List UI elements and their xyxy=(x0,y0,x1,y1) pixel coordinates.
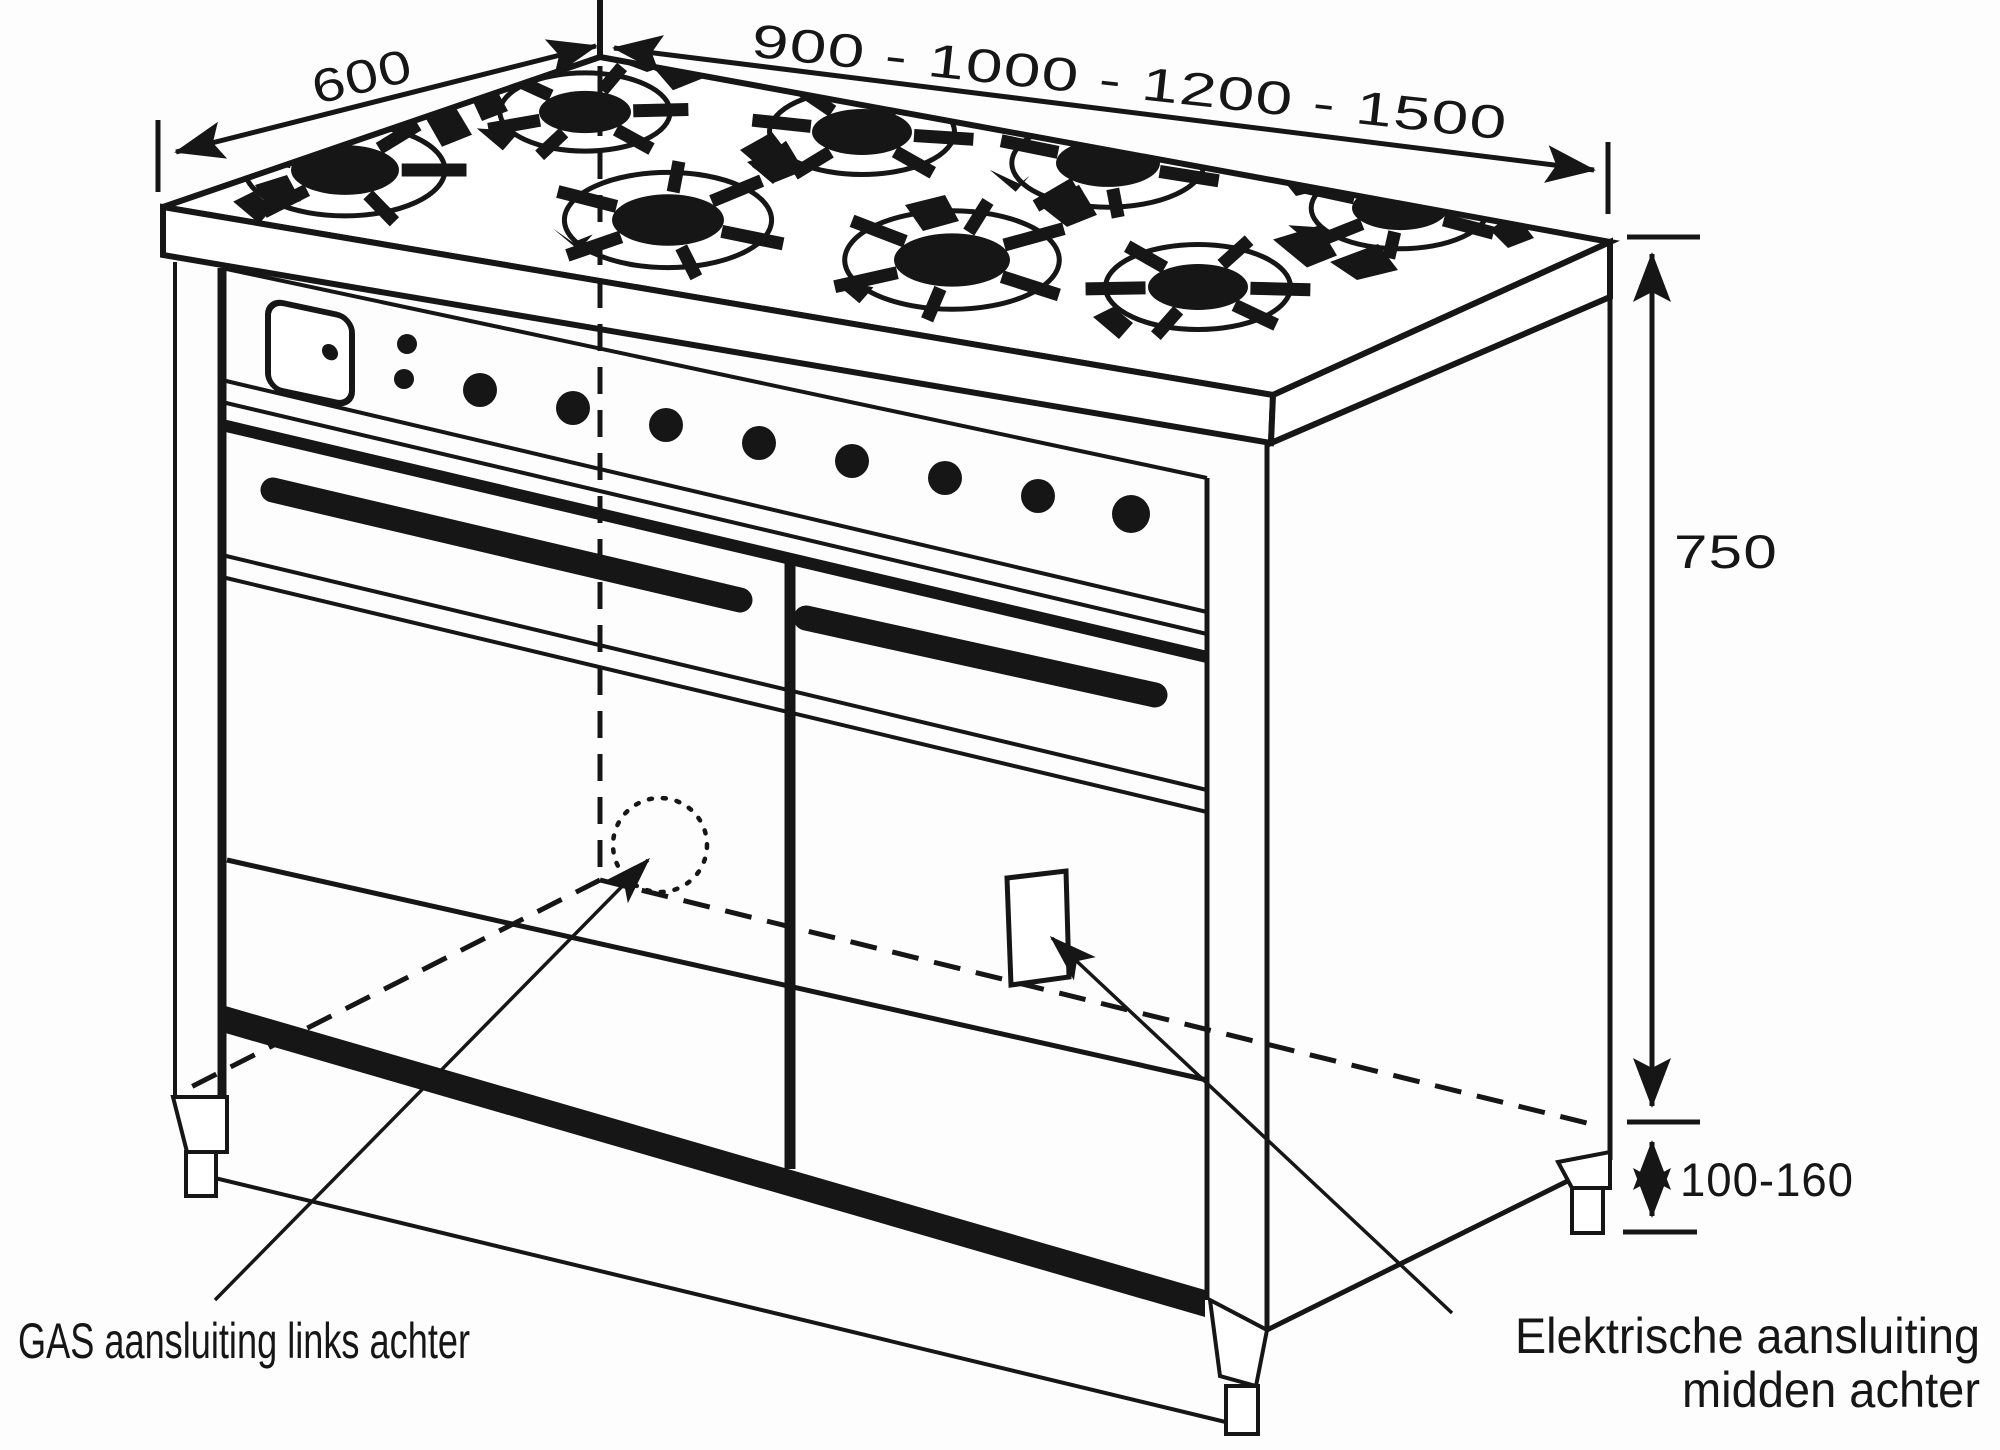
panel-line-1 xyxy=(221,378,1208,614)
leg-height-dimension-label: 100-160 xyxy=(1680,1153,1854,1206)
floor-line xyxy=(189,1170,1239,1427)
leg-front-left xyxy=(170,1095,229,1154)
foot-back-right xyxy=(1570,1186,1605,1235)
dim-width-arrow xyxy=(612,35,1596,183)
foot-front-right xyxy=(1224,1384,1260,1436)
control-knob xyxy=(835,444,869,478)
knob-row xyxy=(394,334,1150,533)
hidden-bottom-left-edge xyxy=(183,877,602,1093)
oven-door-handle-right xyxy=(793,605,1168,708)
door-bottom-edge xyxy=(226,857,1208,1083)
control-knob xyxy=(928,461,962,495)
panel-line-2 xyxy=(221,400,1208,636)
panel-line-thick xyxy=(220,419,1209,663)
door-trim-line-2 xyxy=(221,575,1208,814)
control-knob xyxy=(1112,495,1150,533)
base-shelf-front-edge xyxy=(222,1005,1205,1317)
control-knob xyxy=(649,408,683,442)
control-knob xyxy=(463,373,497,407)
control-knob xyxy=(1021,479,1055,513)
depth-dimension-label: 600 xyxy=(306,38,418,114)
control-knob xyxy=(556,391,590,425)
height-dimension-label: 750 xyxy=(1674,525,1778,578)
control-knob xyxy=(742,426,776,460)
display-window xyxy=(265,299,355,407)
foot-front-left xyxy=(184,1150,218,1198)
leg-front-right xyxy=(1207,1296,1270,1389)
electric-callout-line1: Elektrische aansluiting xyxy=(1515,1308,1980,1364)
electric-callout-line2: midden achter xyxy=(1682,1362,1980,1418)
gas-connection-circle xyxy=(610,795,710,895)
gas-callout-label: GAS aansluiting links achter xyxy=(18,1313,470,1369)
gas-leader-arrow xyxy=(213,857,651,1302)
hidden-bottom-back-edge xyxy=(599,877,1596,1128)
electric-connection-rect xyxy=(1004,868,1072,988)
indicator-dot xyxy=(394,369,414,389)
side-panel-bottom-edge xyxy=(1265,1157,1612,1333)
front-face-top-edge xyxy=(221,266,1208,480)
oven-door-handle-left xyxy=(260,477,753,613)
indicator-dot xyxy=(397,334,417,354)
dim-depth-arrow xyxy=(174,39,598,159)
leg-back-right xyxy=(1554,1149,1612,1190)
electric-leader-arrow xyxy=(1049,935,1454,1315)
door-trim-line-1 xyxy=(221,553,1208,792)
